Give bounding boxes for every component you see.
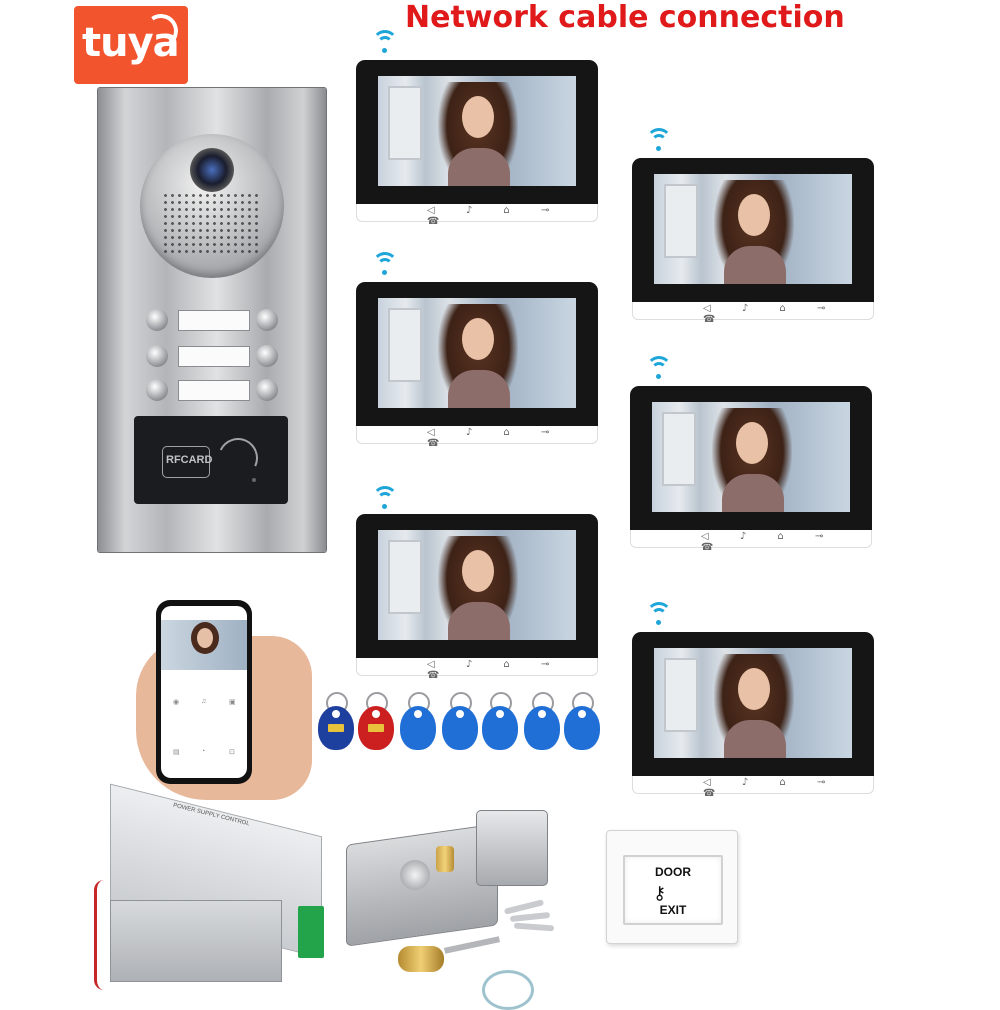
monitor-screen xyxy=(652,402,850,512)
indoor-monitor-1[interactable]: ◁ ♪ ⌂ ⊸ ☎ xyxy=(356,60,598,227)
wifi-icon xyxy=(646,602,672,626)
monitor-control-icons[interactable]: ◁ ♪ ⌂ ⊸ ☎ xyxy=(703,777,840,799)
album-icon[interactable]: ▤ xyxy=(173,749,180,756)
indoor-monitor-3[interactable]: ◁ ♪ ⌂ ⊸ ☎ xyxy=(356,282,598,449)
lock-knob xyxy=(400,860,430,890)
call-button-row-3 xyxy=(146,378,280,402)
monitor-screen xyxy=(654,174,852,284)
rfid-tag xyxy=(358,692,396,750)
camera-lens-icon xyxy=(190,148,234,192)
monitor-control-icons[interactable]: ◁ ♪ ⌂ ⊸ ☎ xyxy=(427,427,564,449)
monitor-control-icons[interactable]: ◁ ♪ ⌂ ⊸ ☎ xyxy=(427,659,564,681)
lock-cylinder xyxy=(398,946,444,972)
monitor-control-icons[interactable]: ◁ ♪ ⌂ ⊸ ☎ xyxy=(427,205,564,227)
rfid-label: RFCARD xyxy=(166,454,213,466)
monitor-control-icons[interactable]: ◁ ♪ ⌂ ⊸ ☎ xyxy=(703,303,840,325)
rfid-tag xyxy=(400,692,438,750)
call-button-row-2 xyxy=(146,344,280,368)
microphone-icon[interactable]: ♫ xyxy=(201,698,207,705)
door-exit-button[interactable]: DOOR ⚷ EXIT xyxy=(606,830,738,944)
wifi-icon xyxy=(372,486,398,510)
name-label-3 xyxy=(178,380,250,401)
indoor-monitor-4[interactable]: ◁ ♪ ⌂ ⊸ ☎ xyxy=(630,386,872,553)
monitor-screen xyxy=(378,530,576,640)
monitor-screen xyxy=(378,298,576,408)
wifi-icon xyxy=(372,252,398,276)
rfid-card-icon xyxy=(162,446,210,478)
call-button-1a[interactable] xyxy=(146,309,168,331)
playback-icon[interactable]: ◔ xyxy=(201,748,206,755)
exit-button-bottom-label: EXIT xyxy=(659,903,687,917)
rfid-tag xyxy=(482,692,520,750)
rfid-tag xyxy=(442,692,480,750)
indoor-monitor-6[interactable]: ◁ ♪ ⌂ ⊸ ☎ xyxy=(632,632,874,799)
terminal-block xyxy=(298,906,324,958)
snapshot-icon[interactable]: ◉ xyxy=(173,699,180,706)
rfid-indicator xyxy=(252,478,256,482)
power-wire xyxy=(94,880,115,990)
app-video-preview[interactable] xyxy=(161,620,247,670)
call-button-2b[interactable] xyxy=(256,345,278,367)
smartphone-app[interactable]: ◉ ♫ ▣ ▤ ◔ ⊡ xyxy=(156,600,252,784)
lock-latch xyxy=(436,846,454,872)
wifi-icon xyxy=(372,30,398,54)
unlock-icon[interactable]: ⊡ xyxy=(229,749,235,756)
call-button-row-1 xyxy=(146,308,280,332)
tuya-logo: tuya xyxy=(74,6,188,84)
speaker-grille xyxy=(162,192,262,256)
monitor-control-icons[interactable]: ◁ ♪ ⌂ ⊸ ☎ xyxy=(701,531,838,553)
rfid-tag xyxy=(524,692,562,750)
rfid-wave-icon xyxy=(212,432,264,484)
strike-plate xyxy=(482,970,534,1010)
monitor-screen xyxy=(654,648,852,758)
headline: Network cable connection xyxy=(405,0,845,35)
wifi-icon xyxy=(646,356,672,380)
record-icon[interactable]: ▣ xyxy=(229,699,236,706)
exit-button-top-label: DOOR xyxy=(655,865,691,879)
wifi-icon xyxy=(646,128,672,152)
rfid-tag xyxy=(318,692,356,750)
indoor-monitor-2[interactable]: ◁ ♪ ⌂ ⊸ ☎ xyxy=(632,158,874,325)
name-label-1 xyxy=(178,310,250,331)
power-supply-unit: POWER SUPPLY CONTROL xyxy=(94,783,326,990)
tuya-logo-text: tuya xyxy=(82,20,180,66)
door-station: RFCARD xyxy=(98,88,326,552)
call-button-1b[interactable] xyxy=(256,309,278,331)
key-icon xyxy=(503,899,558,934)
call-button-2a[interactable] xyxy=(146,345,168,367)
call-button-3a[interactable] xyxy=(146,379,168,401)
key-icon: ⚷ xyxy=(653,883,667,904)
name-label-2 xyxy=(178,346,250,367)
indoor-monitor-5[interactable]: ◁ ♪ ⌂ ⊸ ☎ xyxy=(356,514,598,681)
rfid-reader[interactable]: RFCARD xyxy=(134,416,288,504)
rfid-tag xyxy=(564,692,602,750)
electric-lock xyxy=(340,810,562,1010)
camera-dome xyxy=(140,134,284,278)
call-button-3b[interactable] xyxy=(256,379,278,401)
monitor-screen xyxy=(378,76,576,186)
